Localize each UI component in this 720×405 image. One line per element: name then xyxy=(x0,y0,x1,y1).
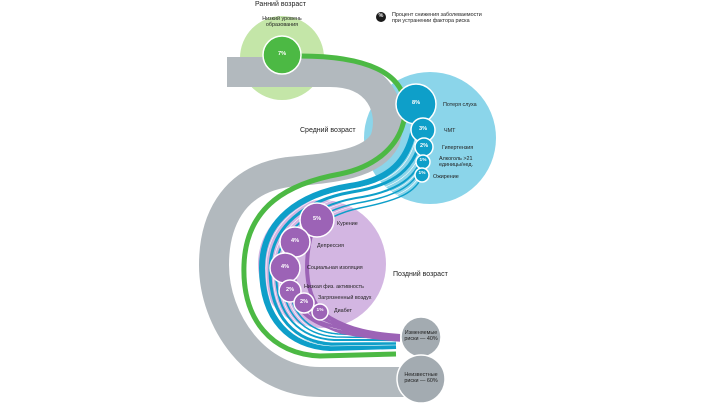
late-node-smoking xyxy=(299,202,335,238)
late-node-diabetes xyxy=(311,303,329,321)
late-label-diabetes: Диабет xyxy=(334,308,352,314)
midlife-pct-obesity: 1% xyxy=(418,171,426,176)
midlife-label-alcohol-line2: единицы/нед. xyxy=(439,162,473,169)
legend-text: Процент снижения заболеваемости при устр… xyxy=(392,12,482,24)
legend-symbol-circle xyxy=(376,12,386,22)
stage-label-late: Поздний возраст xyxy=(393,271,448,278)
endpoint-unknown-label: Неизвестные риски — 60% xyxy=(396,372,446,384)
midlife-label-alcohol: Алкоголь >21 единицы/нед. xyxy=(439,156,473,168)
midlife-label-alcohol-line1: Алкоголь >21 xyxy=(439,156,473,162)
legend-symbol: % xyxy=(378,13,384,19)
early-stream xyxy=(241,53,408,359)
midlife-pct-alcohol: 1% xyxy=(419,158,427,163)
late-pct-social: 4% xyxy=(280,264,290,270)
midlife-pct-tbi: 3% xyxy=(418,126,428,132)
late-label-pollution: Загрязненный воздух xyxy=(318,295,372,301)
late-pct-pollution: 2% xyxy=(299,299,309,305)
midlife-pct-hearing: 8% xyxy=(411,100,421,106)
early-risk-label: Низкий уровень образования xyxy=(252,16,312,28)
endpoint-unknown-risks xyxy=(396,354,446,404)
late-pct-inactivity: 2% xyxy=(285,287,295,293)
midlife-label-obesity: Ожирение xyxy=(433,174,459,180)
legend-text-line1: Процент снижения заболеваемости xyxy=(392,12,482,18)
endpoint-modifiable-line1: Изменяемые xyxy=(404,330,438,336)
late-label-social: Социальная изоляция xyxy=(307,265,363,271)
stage-label-middle: Средний возраст xyxy=(300,127,356,134)
midlife-label-tbi: ЧМТ xyxy=(444,128,456,134)
late-label-inactivity: Низкая физ. активность xyxy=(304,284,364,290)
late-pct-smoking: 5% xyxy=(312,216,322,222)
endpoint-unknown-line2: риски — 60% xyxy=(404,378,438,384)
unknown-risk-trunk xyxy=(199,57,420,397)
legend-text-line2: при устранении фактора риска xyxy=(392,18,470,25)
late-pct-depression: 4% xyxy=(290,238,300,244)
early-risk-label-line2: образования xyxy=(265,22,299,29)
late-pct-diabetes: 1% xyxy=(316,308,324,313)
stage-label-early: Ранний возраст xyxy=(255,1,306,8)
early-risk-label-line1: Низкий уровень xyxy=(262,16,302,22)
midlife-label-hearing: Потеря слуха xyxy=(443,102,477,108)
endpoint-unknown-line1: Неизвестные xyxy=(404,372,438,378)
late-node-air-pollution xyxy=(293,292,315,314)
midlife-streams xyxy=(258,103,425,352)
midlife-label-hypertension: Гипертензия xyxy=(442,145,474,151)
late-label-depression: Депрессия xyxy=(317,243,344,249)
endpoint-modifiable-line2: риски — 40% xyxy=(404,336,438,342)
late-label-smoking: Курение xyxy=(337,221,358,227)
endpoint-modifiable-label: Изменяемые риски — 40% xyxy=(396,330,446,342)
midlife-node-obesity xyxy=(414,167,430,183)
early-node-education xyxy=(262,35,302,75)
early-risk-pct: 7% xyxy=(277,51,287,57)
midlife-pct-hypertension: 2% xyxy=(419,143,429,149)
